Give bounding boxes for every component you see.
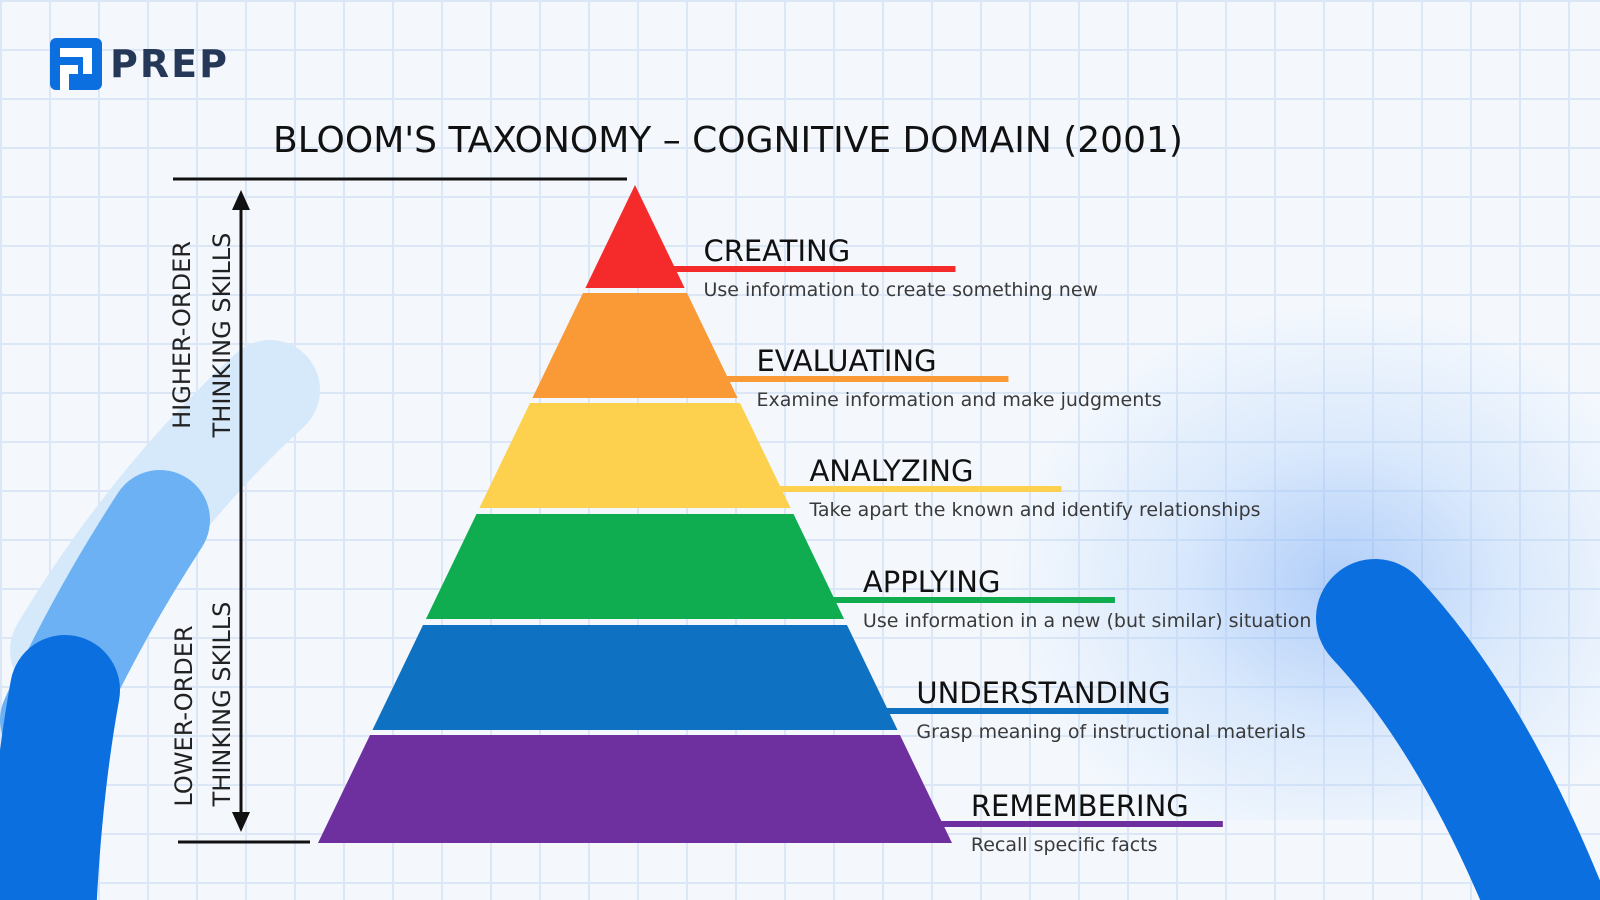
pyramid-levels: CREATING Use information to create someth… [318,185,1311,856]
level-name-evaluating: EVALUATING [756,344,936,378]
higher-order-label-line2: THINKING SKILLS [208,233,236,439]
pyramid-level-evaluating [532,293,738,398]
arrow-up-icon [232,190,250,210]
level-description-analyzing: Take apart the known and identify relati… [808,499,1260,521]
lower-order-label-line2: THINKING SKILLS [208,602,236,808]
level-description-creating: Use information to create something new [703,279,1098,301]
level-description-applying: Use information in a new (but similar) s… [863,610,1311,632]
lower-order-label-line1: LOWER-ORDER [170,625,198,806]
diagram-title: BLOOM'S TAXONOMY – COGNITIVE DOMAIN (200… [273,120,1183,161]
level-name-creating: CREATING [703,234,850,268]
curve-dark-right [1316,559,1600,900]
pyramid-level-applying [425,514,845,619]
level-description-understanding: Grasp meaning of instructional materials [916,721,1305,743]
level-description-remembering: Recall specific facts [971,834,1158,856]
level-name-analyzing: ANALYZING [809,454,973,488]
arrow-down-icon [232,812,250,832]
pyramid-level-understanding [372,625,898,730]
brand-name: PREP [110,42,229,86]
level-name-remembering: REMEMBERING [971,789,1189,823]
higher-order-label-line1: HIGHER-ORDER [168,241,196,429]
brand-logo[interactable]: PREP [50,38,229,90]
prep-logo-icon [50,38,102,90]
level-description-evaluating: Examine information and make judgments [756,389,1161,411]
pyramid-level-remembering [318,735,952,843]
level-name-applying: APPLYING [863,565,1001,599]
pyramid-level-analyzing [479,403,791,508]
curve-dark-left [0,635,120,900]
level-name-understanding: UNDERSTANDING [916,676,1170,710]
pyramid-level-creating [585,185,685,288]
